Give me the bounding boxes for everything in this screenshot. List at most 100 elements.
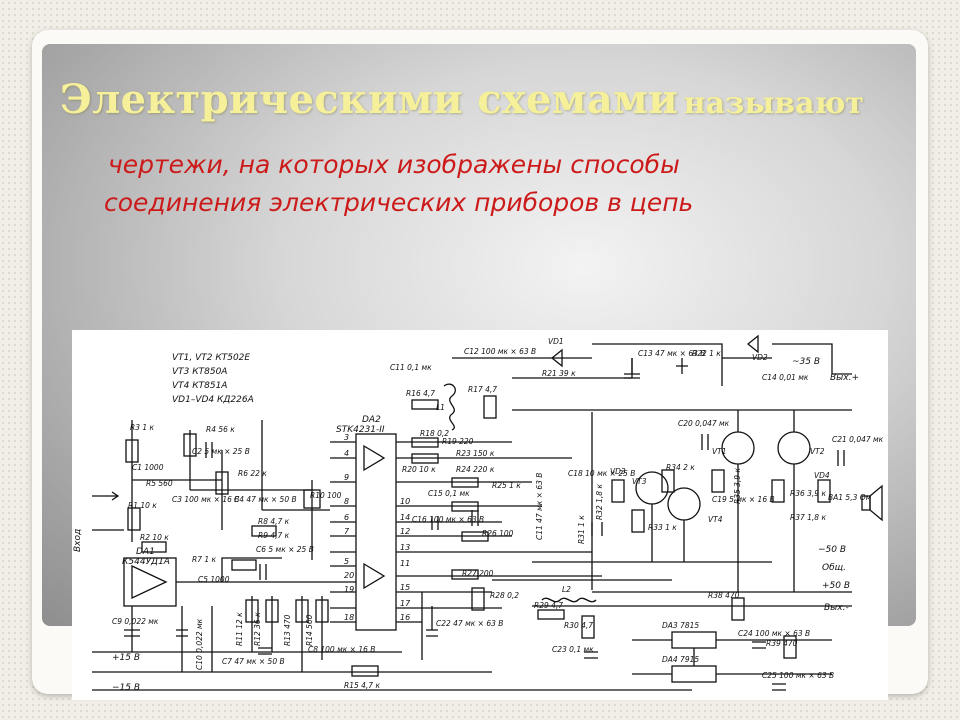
- terminal-plus15: +15 В: [112, 653, 140, 663]
- subtitle-line-2: соединения электрических приборов в цепь: [104, 188, 694, 217]
- label-c15: C15 0,1 мк: [428, 489, 470, 498]
- ic-da1-type: К544УД1А: [122, 557, 170, 567]
- label-c18: C18 10 мк × 25 В: [568, 469, 635, 478]
- label-r37: R37 1,8 к: [790, 513, 826, 522]
- da2-pin: 12: [400, 527, 410, 536]
- label-r34: R34 2 к: [666, 463, 695, 472]
- label-r38: R38 470: [708, 591, 740, 600]
- label-ba1: BA1 5,3 Ом: [828, 493, 872, 502]
- label-vt2: VT2: [810, 447, 825, 456]
- label-r28: R28 0,2: [490, 591, 519, 600]
- terminal-plus50: +50 В: [822, 581, 850, 591]
- label-c11: C11 0,1 мк: [390, 363, 432, 372]
- label-r33: R33 1 к: [648, 523, 677, 532]
- label-r39: R39 470: [766, 639, 798, 648]
- label-r12: R12 36 к: [253, 612, 262, 646]
- schematic-svg: VT1, VT2 КТ502Е VT3 КТ850А VT4 КТ851А VD…: [73, 334, 884, 693]
- terminal-out-minus: Вых.-: [824, 603, 849, 613]
- slide-subtitle: чертежи, на которых изображены способы с…: [104, 146, 884, 222]
- label-vd3: VD3: [610, 467, 626, 476]
- da2-pin: 17: [400, 599, 411, 608]
- label-vd2: VD2: [752, 353, 768, 362]
- label-r5: R5 560: [146, 479, 173, 488]
- label-r10: R10 100: [310, 491, 342, 500]
- ic-da2-label: DA2: [362, 415, 381, 425]
- label-r4: R4 56 к: [206, 425, 235, 434]
- label-r8: R8 4,7 к: [258, 517, 290, 526]
- legend-line-4: VD1–VD4 КД226А: [172, 395, 254, 405]
- slide-title: Электрическими схемами называют: [60, 76, 920, 123]
- label-c9: C9 0,022 мк: [112, 617, 159, 626]
- da2-pin: 18: [344, 613, 354, 622]
- label-c20: C20 0,047 мк: [678, 419, 730, 428]
- label-r32: R32 1,8 к: [595, 484, 604, 520]
- label-r27: R27 200: [462, 569, 494, 578]
- label-r20: R20 10 к: [402, 465, 436, 474]
- terminal-minus35: ~35 В: [792, 357, 820, 367]
- da2-pin: 13: [400, 543, 410, 552]
- label-c10: C10 0,022 мк: [195, 618, 204, 670]
- label-vt3: VT3: [632, 477, 647, 486]
- label-da4: DA4 7915: [662, 655, 699, 664]
- label-r31: R31 1 к: [577, 515, 586, 544]
- label-c19: C19 5 мк × 16 В: [712, 495, 775, 504]
- label-r25: R25 1 к: [492, 481, 521, 490]
- terminal-common: Общ.: [822, 563, 846, 573]
- label-c8: C8 100 мк × 16 В: [308, 645, 375, 654]
- label-r24: R24 220 к: [456, 465, 495, 474]
- da2-pin: 7: [344, 527, 350, 536]
- label-c14: C14 0,01 мк: [762, 373, 809, 382]
- label-c21: C21 0,047 мк: [832, 435, 884, 444]
- label-c1: C1 1000: [132, 463, 164, 472]
- label-r16: R16 4,7: [406, 389, 435, 398]
- da2-pin: 10: [400, 497, 410, 506]
- label-r23: R23 150 к: [456, 449, 495, 458]
- da2-pin: 14: [400, 513, 410, 522]
- label-r1: R1 10 к: [128, 501, 157, 510]
- label-vt1: VT1: [712, 447, 726, 456]
- label-r6: R6 22 к: [238, 469, 267, 478]
- label-c7: C7 47 мк × 50 В: [222, 657, 285, 666]
- legend-line-3: VT4 КТ851А: [172, 381, 227, 391]
- da2-pin: 19: [344, 585, 354, 594]
- label-c2: C2 5 мк × 25 В: [192, 447, 250, 456]
- label-r22: R22 1 к: [692, 349, 721, 358]
- label-r21: R21 39 к: [542, 369, 576, 378]
- label-r11: R11 12 к: [235, 612, 244, 646]
- label-c11b: C11 47 мк × 63 В: [535, 473, 544, 540]
- circuit-schematic: VT1, VT2 КТ502Е VT3 КТ850А VT4 КТ851А VD…: [72, 330, 888, 700]
- terminal-out-plus: Вых.+: [830, 373, 859, 383]
- da2-pin: 3: [344, 433, 349, 442]
- ic-da2-type: STK4231-II: [336, 425, 385, 435]
- label-c13: C13 47 мк × 63 В: [638, 349, 705, 358]
- label-c3: C3 100 мк × 16 В: [172, 495, 239, 504]
- label-r30: R30 4,7: [564, 621, 593, 630]
- da2-pin: 6: [344, 513, 349, 522]
- label-l2: L2: [562, 585, 571, 594]
- da2-pin: 11: [400, 559, 410, 568]
- legend-line-1: VT1, VT2 КТ502Е: [172, 353, 250, 363]
- label-c24: C24 100 мк × 63 В: [738, 629, 810, 638]
- label-r15: R15 4,7 к: [344, 681, 380, 690]
- label-r14: R14 560: [305, 614, 314, 646]
- label-c6: C6 5 мк × 25 В: [256, 545, 314, 554]
- label-vd1: VD1: [548, 337, 564, 346]
- label-da3: DA3 7815: [662, 621, 699, 630]
- label-r26: R26 100: [482, 529, 514, 538]
- label-c22: C22 47 мк × 63 В: [436, 619, 503, 628]
- terminal-minus50: −50 В: [818, 545, 846, 555]
- input-label: Вход: [73, 529, 83, 552]
- label-c16: C16 100 мк × 63 В: [412, 515, 484, 524]
- terminal-minus15: −15 В: [112, 683, 140, 693]
- da2-pin: 20: [344, 571, 354, 580]
- legend-line-2: VT3 КТ850А: [172, 367, 227, 377]
- label-c4: C4 47 мк × 50 В: [234, 495, 297, 504]
- label-c5: C5 1000: [198, 575, 230, 584]
- label-c25: C25 100 мк × 63 В: [762, 671, 834, 680]
- da2-pin: 4: [344, 449, 349, 458]
- label-r19: R19 220: [442, 437, 474, 446]
- label-r29: R29 4,7: [534, 601, 563, 610]
- label-r17: R17 4,7: [468, 385, 497, 394]
- label-r18: R18 0,2: [420, 429, 449, 438]
- label-vt4: VT4: [708, 515, 723, 524]
